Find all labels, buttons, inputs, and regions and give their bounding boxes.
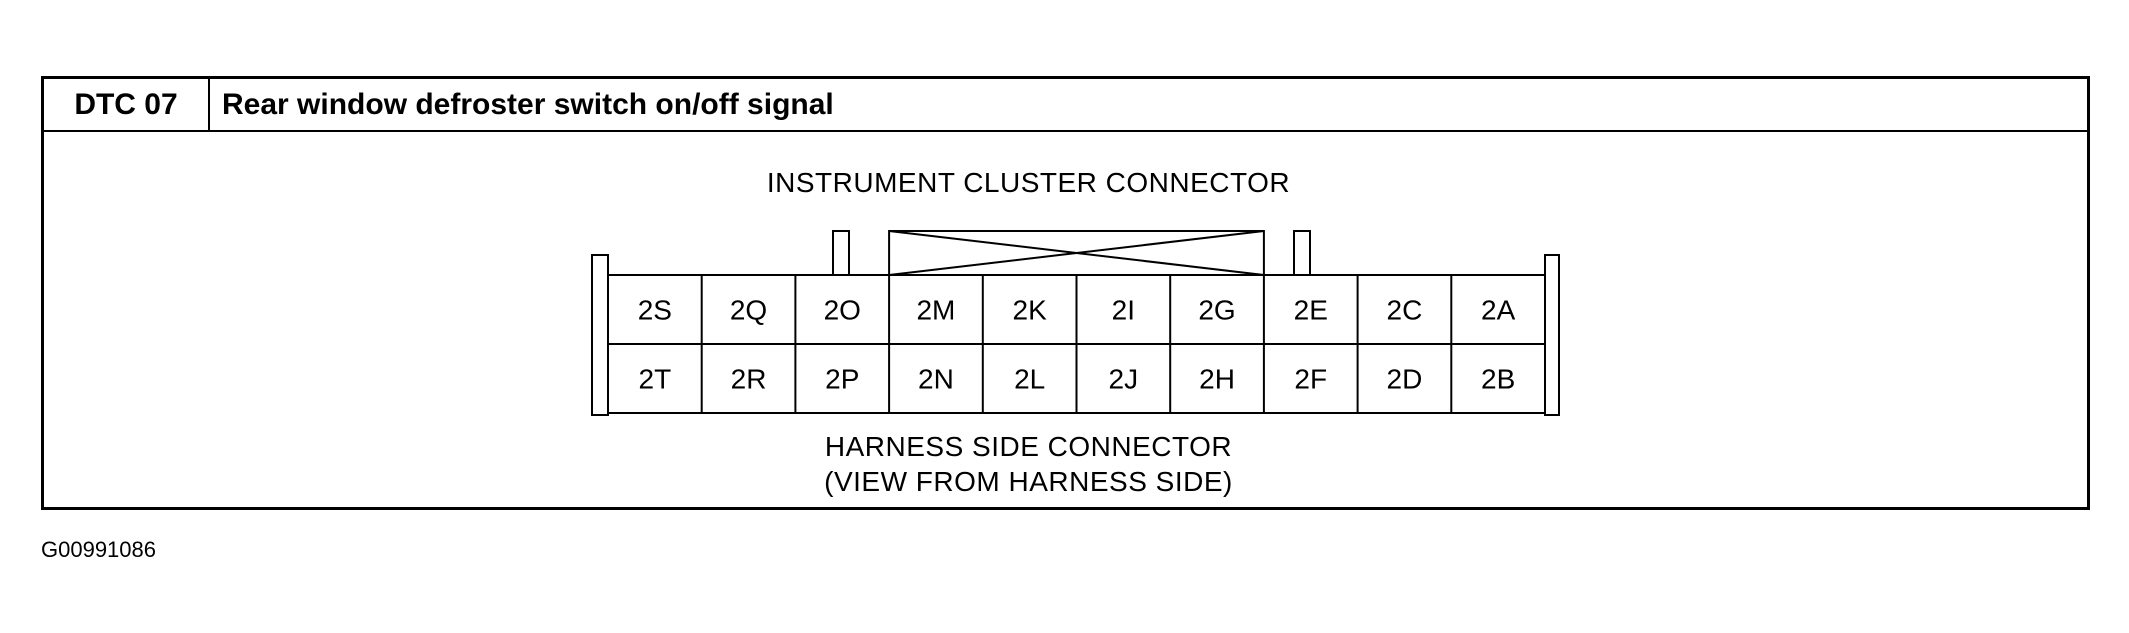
pin-label: 2K <box>1013 295 1048 326</box>
figure-id: G00991086 <box>41 537 156 562</box>
dtc-code: DTC 07 <box>44 79 210 130</box>
pin-label: 2D <box>1387 364 1423 395</box>
dtc-title: Rear window defroster switch on/off sign… <box>222 88 834 121</box>
pin-label: 2F <box>1294 364 1327 395</box>
connector-left-flange <box>591 254 609 416</box>
pin-label: 2I <box>1112 295 1135 326</box>
diagram-frame: DTC 07 Rear window defroster switch on/o… <box>41 76 2090 510</box>
pin-label: 2O <box>824 295 861 326</box>
pin-label: 2H <box>1199 364 1235 395</box>
pin-label: 2A <box>1481 295 1516 326</box>
pin-label: 2S <box>638 295 672 326</box>
dtc-header: DTC 07 Rear window defroster switch on/o… <box>44 79 2087 132</box>
pin-label: 2T <box>639 364 672 395</box>
pin-label: 2J <box>1109 364 1139 395</box>
instrument-cluster-connector-label: INSTRUMENT CLUSTER CONNECTOR <box>766 167 1291 198</box>
connector-keyway-cross <box>888 230 1265 276</box>
connector-lock-tab <box>1293 230 1311 276</box>
connector-keyway <box>888 230 1265 276</box>
connector-body <box>607 274 1546 414</box>
harness-side-connector-label: HARNESS SIDE CONNECTOR <box>824 431 1233 462</box>
pin-label: 2G <box>1198 295 1235 326</box>
pin-label: 2B <box>1481 364 1515 395</box>
pin-label: 2Q <box>730 295 767 326</box>
pin-label: 2L <box>1014 364 1045 395</box>
connector-keyway-cross <box>888 230 1265 276</box>
view-from-harness-side-label: (VIEW FROM HARNESS SIDE) <box>824 466 1233 497</box>
pin-label: 2E <box>1294 295 1328 326</box>
pin-label: 2N <box>918 364 954 395</box>
pin-label: 2C <box>1387 295 1423 326</box>
connector-lock-tab <box>832 230 850 276</box>
pin-label: 2P <box>825 364 859 395</box>
pin-label: 2M <box>916 295 955 326</box>
connector-right-flange <box>1544 254 1560 416</box>
pin-label: 2R <box>731 364 767 395</box>
